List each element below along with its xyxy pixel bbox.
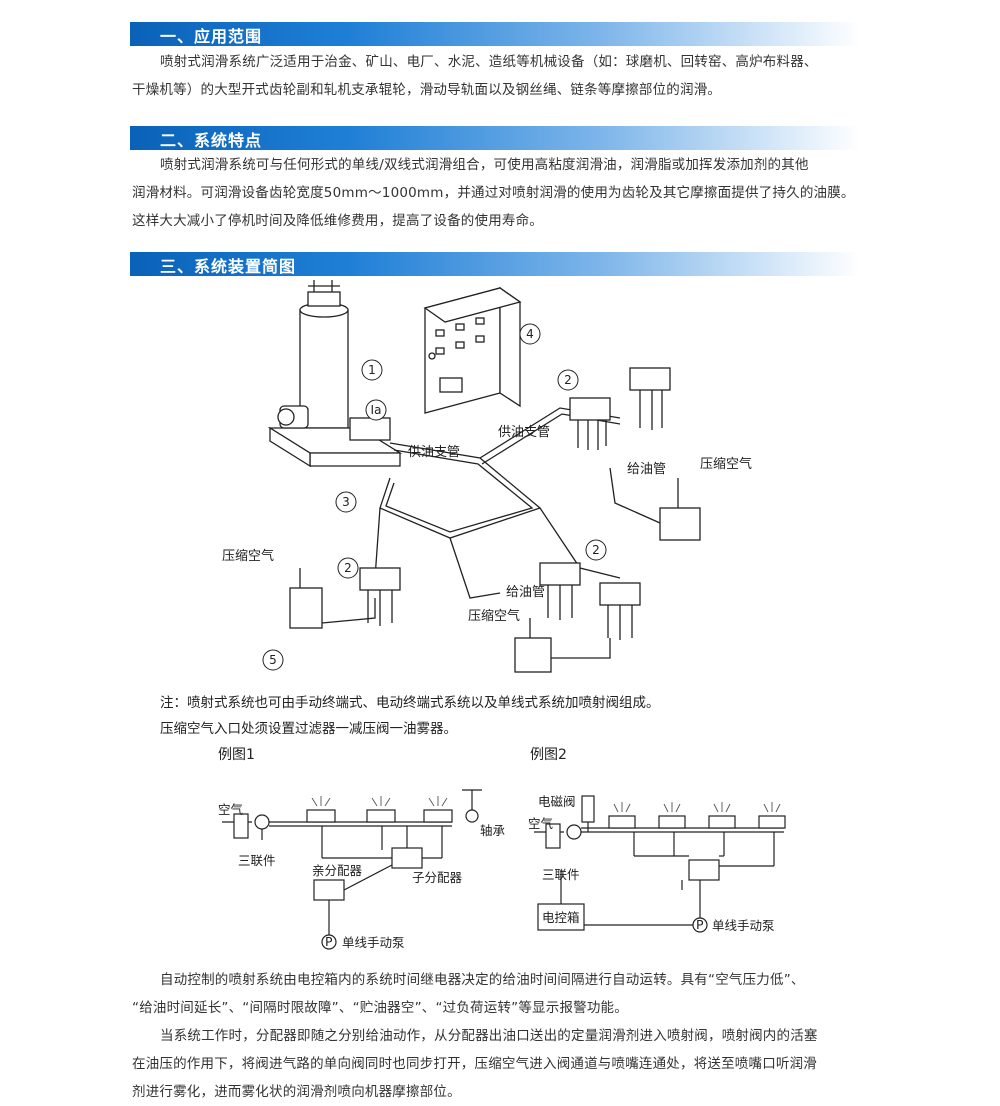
ex2-triple-label: 三联件 [542, 867, 580, 882]
ex1-air-label: 空气 [218, 802, 244, 817]
ex2-pump-p: P [696, 917, 704, 932]
example1-title: 例图1 [218, 747, 255, 763]
note-line: 压缩空气入口处须设置过滤器一减压阀一油雾器。 [160, 721, 457, 737]
text-line: 喷射式润滑系统可与任何形式的单线/双线式润滑组合，可使用高粘度润滑油，润滑脂或加… [160, 157, 809, 173]
text-line: 喷射式润滑系统广泛适用于治金、矿山、电厂、水泥、造纸等机械设备（如：球磨机、回转… [160, 54, 818, 70]
example1-diagram: 空气 三联件 轴承 亲分配器 子分配器 P 单线手动泵 [218, 789, 506, 950]
ex1-child-label: 子分配器 [412, 870, 463, 885]
callout-2-right: 2 [592, 543, 600, 557]
text-line: 自动控制的喷射系统由电控箱内的系统时间继电器决定的给油时间间隔进行自动运转。具有… [160, 972, 805, 988]
distributor-bottom [539, 562, 641, 640]
note-block: 注：喷射式系统也可由手动终端式、电动终端式系统以及单线式系统加喷射阀组成。 压缩… [160, 690, 660, 742]
label-air-3: 压缩空气 [468, 608, 520, 624]
pump-station [267, 280, 403, 468]
air-valve-left [289, 568, 376, 629]
ex2-solenoid-label: 电磁阀 [538, 794, 576, 809]
callout-1: 1 [368, 363, 376, 377]
text-line: 当系统工作时，分配器即随之分别给油动作，从分配器出油口送出的定量润滑剂进入喷射阀… [160, 1028, 818, 1044]
label-feed-pipe-2: 给油管 [506, 585, 545, 600]
section-bar-application: 一、应用范围 [130, 22, 860, 46]
text-line: 润滑材料。可润滑设备齿轮宽度50mm～1000mm，并通过对喷射润滑的使用为齿轮… [132, 185, 855, 201]
section-bar-features: 二、系统特点 [130, 126, 860, 150]
ex1-triple-label: 三联件 [238, 853, 276, 868]
text-line: 在油压的作用下，将阀进气路的单向阀同时也同步打开，压缩空气进入阀通道与喷嘴连通处… [132, 1056, 817, 1072]
distributor-top-right [569, 367, 671, 450]
callout-2-left: 2 [344, 561, 352, 575]
air-valve-bottom [514, 618, 611, 673]
ex2-box-label: 电控箱 [542, 910, 580, 925]
section-title: 二、系统特点 [160, 131, 263, 150]
control-box [423, 286, 522, 414]
example2-diagram: 电磁阀 空气 三联件 电控箱 P 单线手动泵 [528, 794, 786, 933]
ex1-bearing-label: 轴承 [480, 823, 506, 838]
callout-3: 3 [342, 495, 350, 509]
callouts: 1 Ia 4 2 3 2 2 5 [262, 323, 607, 671]
text-line: “给油时间延长”、“间隔时限故障”、“贮油器空”、“过负荷运转”等显示报警功能。 [132, 1000, 628, 1016]
text-line: 剂进行雾化，进而雾化状的润滑剂喷向机器摩擦部位。 [132, 1084, 461, 1100]
ex2-pump-label: 单线手动泵 [712, 918, 775, 933]
section1-body: 喷射式润滑系统广泛适用于治金、矿山、电厂、水泥、造纸等机械设备（如：球磨机、回转… [132, 48, 867, 104]
section-title: 三、系统装置简图 [160, 257, 297, 276]
text-line: 干燥机等）的大型开式齿轮副和轧机支承辊轮，滑动导轨面以及钢丝绳、链条等摩擦部位的… [132, 82, 722, 98]
system-diagram: 1 Ia 4 2 3 2 2 5 供油支管 供油支管 给油管 压缩空气 压缩空气… [222, 280, 752, 673]
label-supply-branch-1: 供油支管 [408, 445, 460, 460]
section-title: 一、应用范围 [160, 27, 263, 46]
note-line: 注：喷射式系统也可由手动终端式、电动终端式系统以及单线式系统加喷射阀组成。 [160, 695, 660, 711]
label-air-1: 压缩空气 [700, 456, 752, 472]
label-feed-pipe-1: 给油管 [627, 462, 666, 477]
label-air-2: 压缩空气 [222, 548, 274, 564]
ex1-pump-label: 单线手动泵 [342, 935, 405, 950]
callout-2-top: 2 [564, 373, 572, 387]
section-bar-diagram: 三、系统装置简图 [130, 252, 860, 276]
example2-title: 例图2 [530, 747, 567, 763]
label-supply-branch-2: 供油支管 [498, 425, 550, 440]
ex1-parent-label: 亲分配器 [312, 863, 363, 878]
spray-icons [311, 796, 448, 807]
air-valve-right [609, 467, 701, 541]
section2-body: 喷射式润滑系统可与任何形式的单线/双线式润滑组合，可使用高粘度润滑油，润滑脂或加… [132, 151, 867, 235]
spray-icons [613, 802, 781, 813]
text-line: 这样大大减小了停机时间及降低维修费用，提高了设备的使用寿命。 [132, 213, 543, 229]
distributor-left [359, 567, 401, 626]
bottom-body: 自动控制的喷射系统由电控箱内的系统时间继电器决定的给油时间间隔进行自动运转。具有… [132, 966, 867, 1106]
ex2-air-label: 空气 [528, 816, 554, 831]
callout-1a: Ia [371, 403, 382, 417]
callout-5: 5 [269, 653, 277, 667]
ex1-pump-p: P [325, 934, 333, 949]
callout-4: 4 [526, 327, 534, 341]
